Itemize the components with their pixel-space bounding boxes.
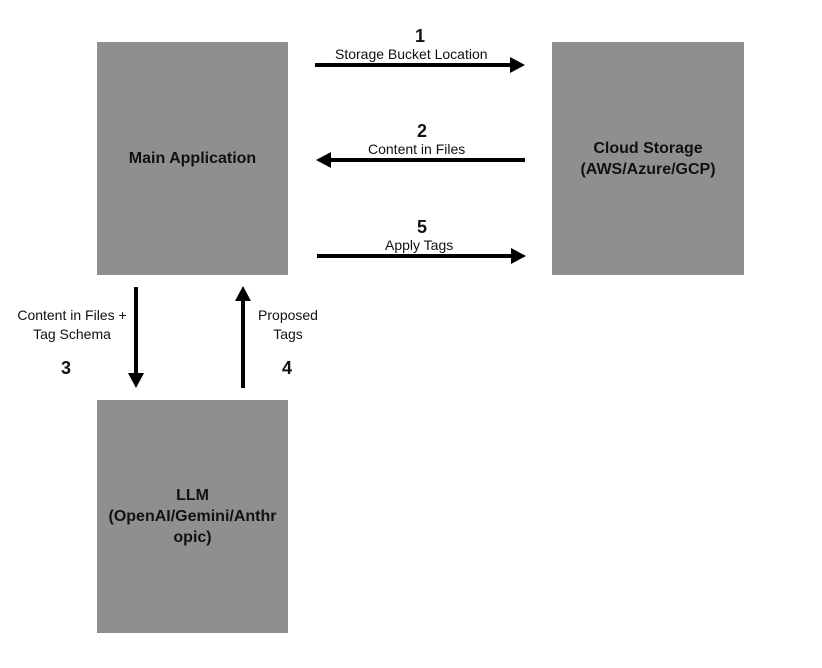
llm-providers-label-line2: opic): [173, 529, 212, 546]
step-number-5: 5: [417, 217, 428, 237]
edge-label-proposed-tags: Proposed Tags: [252, 306, 324, 344]
arrow-step-5: [317, 248, 526, 264]
llm-providers-label-line1: (OpenAI/Gemini/Anthr: [108, 508, 277, 525]
arrow-step-1: [315, 57, 525, 73]
arrow-step-3: [128, 287, 144, 388]
edge-label-proposed-tags-line1: Proposed: [258, 307, 318, 323]
main-application-label: Main Application: [128, 150, 257, 167]
cloud-storage-node: Cloud Storage (AWS/Azure/GCP): [552, 42, 744, 275]
edge-label-content-and-schema-line2: Tag Schema: [33, 326, 111, 342]
llm-label: LLM: [176, 487, 209, 504]
cloud-storage-providers-label: (AWS/Azure/GCP): [580, 160, 716, 178]
step-number-2: 2: [417, 121, 428, 141]
edge-label-apply-tags: Apply Tags: [385, 237, 454, 253]
arrow-step-4: [235, 286, 251, 388]
llm-node: LLM (OpenAI/Gemini/Anthr opic): [97, 400, 288, 633]
edge-label-proposed-tags-line2: Tags: [273, 326, 303, 342]
step-number-4: 4: [282, 358, 293, 378]
arrow-step-2: [316, 152, 525, 168]
step-number-3: 3: [61, 358, 72, 378]
edge-label-content-in-files: Content in Files: [368, 141, 466, 157]
main-application-node: Main Application: [97, 42, 288, 275]
step-number-1: 1: [415, 26, 426, 46]
edge-label-storage-bucket-location: Storage Bucket Location: [335, 46, 488, 62]
cloud-storage-label: Cloud Storage: [593, 139, 703, 157]
edge-label-content-and-schema-line1: Content in Files +: [17, 307, 127, 323]
edge-label-content-and-schema: Content in Files + Tag Schema: [4, 306, 140, 344]
